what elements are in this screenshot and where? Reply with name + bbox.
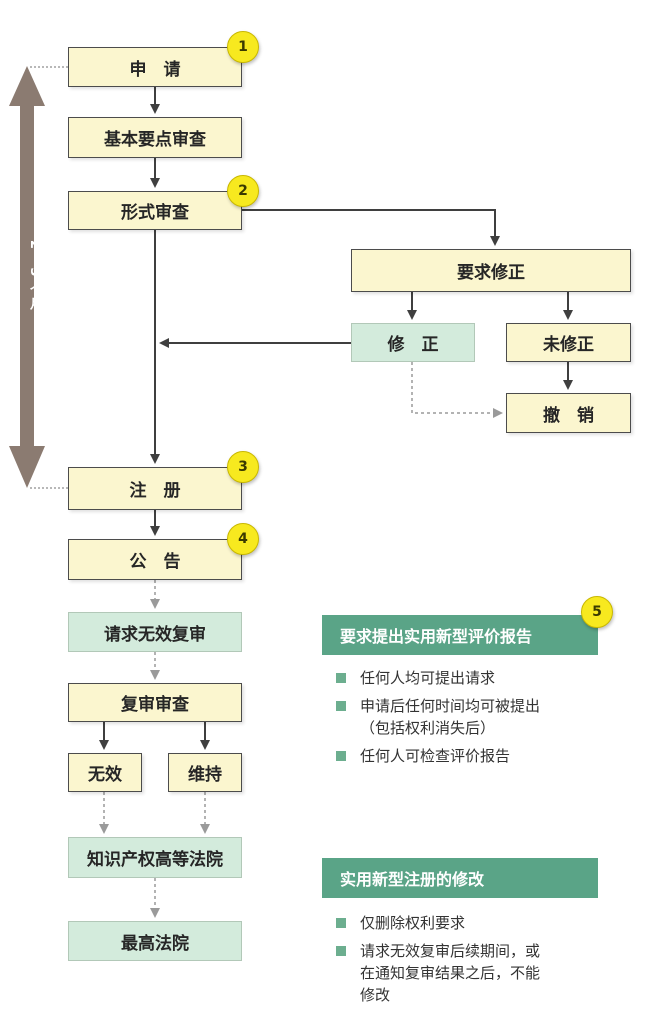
- box-announce: 公 告: [68, 539, 242, 580]
- box-supreme-court: 最高法院: [68, 921, 242, 961]
- box-apply: 申 请: [68, 47, 242, 87]
- list-item: 任何人可检查评价报告: [336, 745, 636, 767]
- panel-amendment-title: 实用新型注册的修改: [322, 858, 598, 898]
- list-item: 申请后任何时间均可被提出 （包括权利消失后）: [336, 695, 636, 739]
- box-invalid: 无效: [68, 753, 142, 792]
- box-corrected: 修 正: [351, 323, 475, 362]
- bullet-square-icon: [336, 918, 346, 928]
- period-label: 2 - 3 个月: [27, 240, 42, 312]
- panel-amendment-list: 仅删除权利要求 请求无效复审后续期间，或 在通知复审结果之后，不能 修改: [336, 912, 636, 1012]
- panel-evaluation-title: 要求提出实用新型评价报告: [322, 615, 598, 655]
- list-item: 请求无效复审后续期间，或 在通知复审结果之后，不能 修改: [336, 940, 636, 1006]
- panel-evaluation-title-text: 要求提出实用新型评价报告: [340, 627, 533, 646]
- step-badge-5: 5: [581, 596, 613, 628]
- step-badge-4: 4: [227, 523, 259, 555]
- box-ip-high-court: 知识产权高等法院: [68, 837, 242, 878]
- period-double-arrow: [9, 66, 45, 488]
- box-maintain: 维持: [168, 753, 242, 792]
- bullet-square-icon: [336, 701, 346, 711]
- step-badge-3: 3: [227, 451, 259, 483]
- box-basic-exam: 基本要点审查: [68, 117, 242, 158]
- list-item: 任何人均可提出请求: [336, 667, 636, 689]
- box-review-exam: 复审审查: [68, 683, 242, 722]
- box-withdraw: 撤 销: [506, 393, 631, 433]
- box-register: 注 册: [68, 467, 242, 510]
- bullet-square-icon: [336, 946, 346, 956]
- panel-amendment-title-text: 实用新型注册的修改: [340, 870, 485, 889]
- box-invalid-request: 请求无效复审: [68, 612, 242, 652]
- step-badge-2: 2: [227, 175, 259, 207]
- list-item: 仅删除权利要求: [336, 912, 636, 934]
- panel-evaluation-list: 任何人均可提出请求 申请后任何时间均可被提出 （包括权利消失后） 任何人可检查评…: [336, 667, 636, 773]
- bullet-square-icon: [336, 751, 346, 761]
- step-badge-1: 1: [227, 31, 259, 63]
- box-formal-exam: 形式审查: [68, 191, 242, 230]
- box-request-correction: 要求修正: [351, 249, 631, 292]
- box-not-corrected: 未修正: [506, 323, 631, 362]
- bullet-square-icon: [336, 673, 346, 683]
